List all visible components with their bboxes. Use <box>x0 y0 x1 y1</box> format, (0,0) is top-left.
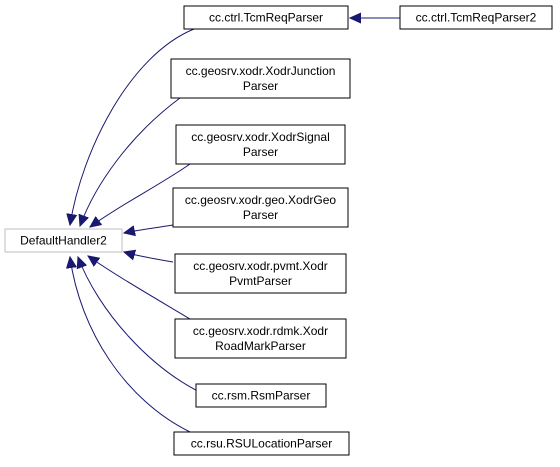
edge-geo-to-root <box>124 224 174 233</box>
class-pvmt-label-line-1: cc.geosrv.xodr.pvmt.Xodr <box>193 259 328 273</box>
class-pvmt-label-line-2: PvmtParser <box>229 274 292 288</box>
edge-junction-to-root <box>80 97 181 226</box>
class-geo-label-line-2: Parser <box>243 208 278 222</box>
class-node-rsu[interactable]: cc.rsu.RSULocationParser <box>173 431 350 456</box>
edge-rsm-to-root <box>78 257 209 397</box>
root-class-node[interactable]: DefaultHandler2 <box>4 228 123 253</box>
class-box-pvmt <box>174 253 347 294</box>
class-box-rdmk <box>174 318 347 359</box>
class-box-signal <box>175 124 346 165</box>
class-rdmk-label-line-1: cc.geosrv.xodr.rdmk.Xodr <box>193 324 328 338</box>
class-tcmreq2-label-line-1: cc.ctrl.TcmReqParser2 <box>416 11 537 25</box>
class-tcmreq-label-line-1: cc.ctrl.TcmReqParser <box>209 11 323 25</box>
class-rdmk-label-line-2: RoadMarkParser <box>215 339 306 353</box>
edge-tcmreq-to-root <box>70 28 195 225</box>
nodes-layer: DefaultHandler2 cc.ctrl.TcmReqParser cc.ct… <box>4 5 553 456</box>
class-junction-label-line-1: cc.geosrv.xodr.XodrJunction <box>186 64 336 78</box>
class-rsm-label-line-1: cc.rsm.RsmParser <box>212 389 311 403</box>
class-box-geo <box>172 187 349 228</box>
class-signal-label-line-2: Parser <box>243 145 278 159</box>
edge-rdmk-to-root <box>88 256 191 320</box>
class-rsu-label-line-1: cc.rsu.RSULocationParser <box>191 437 332 451</box>
root-class-label-line-1: DefaultHandler2 <box>20 234 107 248</box>
root-class-box <box>4 228 123 253</box>
class-geo-label-line-1: cc.geosrv.xodr.geo.XodrGeo <box>185 193 337 207</box>
class-node-tcmreq2[interactable]: cc.ctrl.TcmReqParser2 <box>399 5 553 30</box>
edge-pvmt-to-root <box>124 252 174 263</box>
class-box-junction <box>170 58 351 99</box>
class-box-rsu <box>173 431 350 456</box>
edges-layer <box>70 18 400 433</box>
class-signal-label-line-1: cc.geosrv.xodr.XodrSignal <box>191 130 330 144</box>
class-box-rsm <box>195 383 327 408</box>
class-junction-label-line-2: Parser <box>243 79 278 93</box>
class-node-rsm[interactable]: cc.rsm.RsmParser <box>195 383 327 408</box>
class-box-tcmreq2 <box>399 5 553 30</box>
edge-rsu-to-root <box>70 257 191 433</box>
edge-signal-to-root <box>90 163 191 227</box>
class-node-tcmreq[interactable]: cc.ctrl.TcmReqParser <box>183 5 349 30</box>
class-box-tcmreq <box>183 5 349 30</box>
